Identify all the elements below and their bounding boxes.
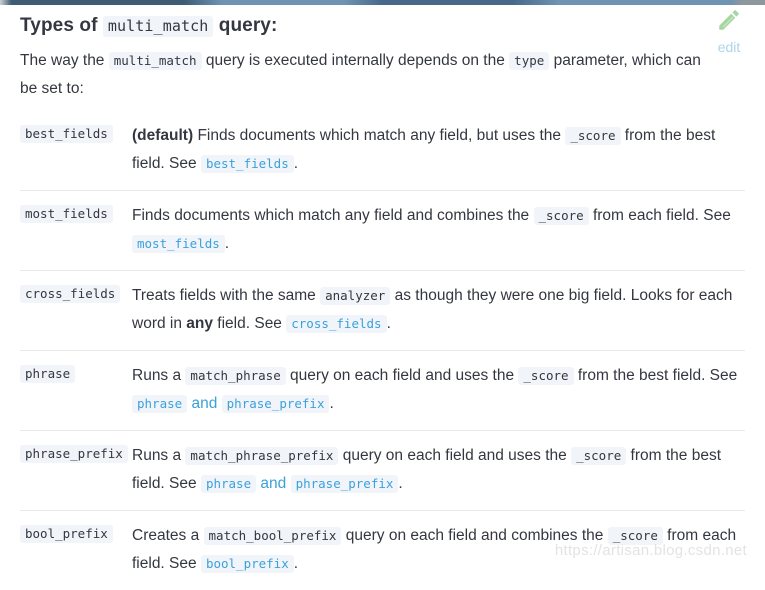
type-description: Creates a match_bool_prefix query on eac… [132, 527, 737, 573]
inline-code: analyzer [320, 287, 391, 305]
doc-link-most_fields[interactable]: most_fields [132, 235, 225, 253]
inline-code: _score [565, 127, 621, 145]
type-term: phrase [20, 362, 132, 383]
intro-paragraph: The way the multi_match query is execute… [20, 52, 701, 97]
type-description: (default) Finds documents which match an… [132, 127, 716, 173]
doc-content: Types of multi_match query: The way the … [0, 5, 765, 590]
type-term: phrase_prefix [20, 442, 132, 463]
inline-code: _score [518, 367, 574, 385]
type-description: Finds documents which match any field an… [132, 207, 731, 253]
doc-link-best_fields[interactable]: best_fields [200, 155, 294, 173]
inline-code: multi_match [102, 16, 214, 37]
doc-link-bool_prefix[interactable]: bool_prefix [200, 555, 294, 573]
bold-text: (default) [132, 127, 194, 144]
inline-code: _score [533, 207, 589, 225]
type-term-code: cross_fields [20, 285, 121, 303]
type-term: bool_prefix [20, 522, 132, 543]
doc-link-phrase_prefix[interactable]: phrase_prefix [221, 395, 330, 413]
type-term-code: bool_prefix [20, 525, 113, 543]
inline-code: match_phrase_prefix [185, 447, 339, 465]
type-term-code: best_fields [20, 125, 113, 143]
doc-link-phrase_prefix[interactable]: phrase_prefix [290, 475, 399, 493]
edit-button-label: edit [717, 39, 741, 55]
inline-code: _score [571, 447, 627, 465]
types-table: best_fields(default) Finds documents whi… [20, 111, 745, 590]
type-description: Runs a match_phrase query on each field … [132, 367, 738, 413]
edit-button[interactable]: edit [709, 7, 749, 55]
pencil-icon [709, 7, 749, 38]
type-term: cross_fields [20, 282, 132, 303]
type-term-code: most_fields [20, 205, 113, 223]
inline-code: type [509, 52, 550, 70]
inline-code: multi_match [108, 52, 202, 70]
window-top-edge [0, 0, 765, 5]
inline-code: _score [607, 527, 663, 545]
bold-text: any [186, 315, 213, 332]
type-description: Runs a match_phrase_prefix query on each… [132, 447, 722, 493]
doc-link-text[interactable]: and [187, 395, 222, 412]
doc-link-text[interactable]: and [256, 475, 291, 492]
type-term: most_fields [20, 202, 132, 223]
type-term-code: phrase_prefix [20, 445, 128, 463]
inline-code: match_phrase [185, 367, 286, 385]
doc-link-phrase[interactable]: phrase [132, 395, 188, 413]
inline-code: match_bool_prefix [203, 527, 342, 545]
doc-link-phrase[interactable]: phrase [200, 475, 257, 493]
watermark-text: https://artisan.blog.csdn.net [554, 542, 747, 559]
type-description: Treats fields with the same analyzer as … [132, 287, 733, 333]
type-term-code: phrase [20, 365, 76, 383]
type-term: best_fields [20, 122, 132, 143]
page-title: Types of multi_match query: [20, 15, 278, 37]
doc-link-cross_fields[interactable]: cross_fields [286, 315, 387, 333]
table-row: best_fields(default) Finds documents whi… [20, 111, 745, 191]
